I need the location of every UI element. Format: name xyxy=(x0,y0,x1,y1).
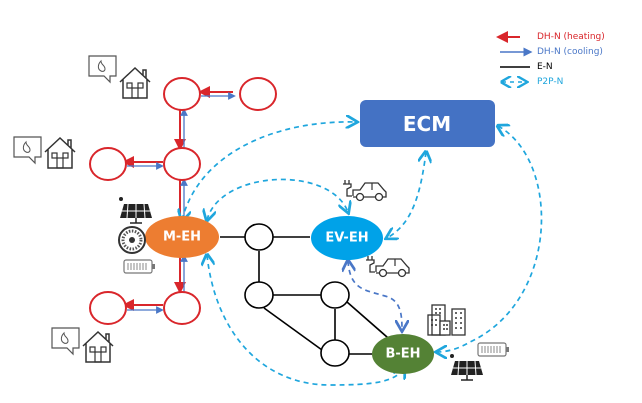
b-eh-node[interactable]: B-EH xyxy=(372,334,434,374)
house-icon xyxy=(82,330,114,363)
p2p-link-ecm-beh xyxy=(437,126,543,352)
ecm-label: ECM xyxy=(403,112,451,136)
battery-icon xyxy=(123,259,155,274)
p2p-link-meh-eveh xyxy=(207,178,348,220)
turbine-icon xyxy=(118,226,146,254)
legend-item-p2p: P2P-N xyxy=(502,77,563,87)
flame-bubble-icon xyxy=(51,327,80,356)
m-eh-label: M-EH xyxy=(163,230,201,245)
p2p-link-meh-beh xyxy=(207,255,404,386)
en-node[interactable] xyxy=(320,281,350,309)
m-eh-node[interactable]: M-EH xyxy=(145,216,219,258)
en-node[interactable] xyxy=(244,223,274,251)
solar-panel-icon xyxy=(119,197,152,224)
legend-heating-label: DH-N (heating) xyxy=(537,32,605,42)
house-icon xyxy=(44,136,76,169)
dh-node[interactable] xyxy=(163,291,201,325)
electric-car-icon xyxy=(343,180,387,202)
b-eh-label: B-EH xyxy=(385,347,420,362)
legend-electric-label: E-N xyxy=(537,62,553,72)
m-eh-ellipse[interactable] xyxy=(145,216,219,258)
en-node[interactable] xyxy=(244,281,274,309)
b-eh-ellipse[interactable] xyxy=(372,334,434,374)
ev-eh-ellipse[interactable] xyxy=(311,216,383,260)
dh-node[interactable] xyxy=(163,147,201,181)
flame-bubble-icon xyxy=(13,136,42,165)
house-icon xyxy=(119,66,151,99)
ecm-box[interactable] xyxy=(360,100,495,147)
legend-item-electric: E-N xyxy=(500,62,553,72)
p2p-link-eveh-beh xyxy=(348,261,402,330)
battery-icon xyxy=(477,342,509,357)
ev-eh-node[interactable]: EV-EH xyxy=(311,216,383,260)
dh-node[interactable] xyxy=(89,291,127,325)
electric-car-icon xyxy=(366,256,410,278)
ev-eh-label: EV-EH xyxy=(325,231,368,246)
district-heating-network xyxy=(89,77,277,325)
dh-node[interactable] xyxy=(163,77,201,111)
legend-p2p-label: P2P-N xyxy=(537,77,563,87)
en-node[interactable] xyxy=(320,339,350,367)
buildings-icon xyxy=(427,304,466,336)
legend: DH-N (heating) DH-N (cooling) E-N P2P-N xyxy=(496,31,605,87)
dh-node[interactable] xyxy=(89,147,127,181)
solar-panel-icon xyxy=(450,354,483,381)
p2p-network xyxy=(182,122,543,386)
legend-item-heating: DH-N (heating) xyxy=(496,31,605,43)
legend-cooling-label: DH-N (cooling) xyxy=(537,47,603,57)
legend-item-cooling: DH-N (cooling) xyxy=(500,47,603,57)
dh-node[interactable] xyxy=(239,77,277,111)
p2p-link-meh-ecm xyxy=(182,122,356,220)
p2p-link-ecm-eveh xyxy=(387,152,426,238)
ecm-node[interactable]: ECM xyxy=(360,100,495,147)
en-line xyxy=(263,307,323,351)
flame-bubble-icon xyxy=(88,55,117,84)
